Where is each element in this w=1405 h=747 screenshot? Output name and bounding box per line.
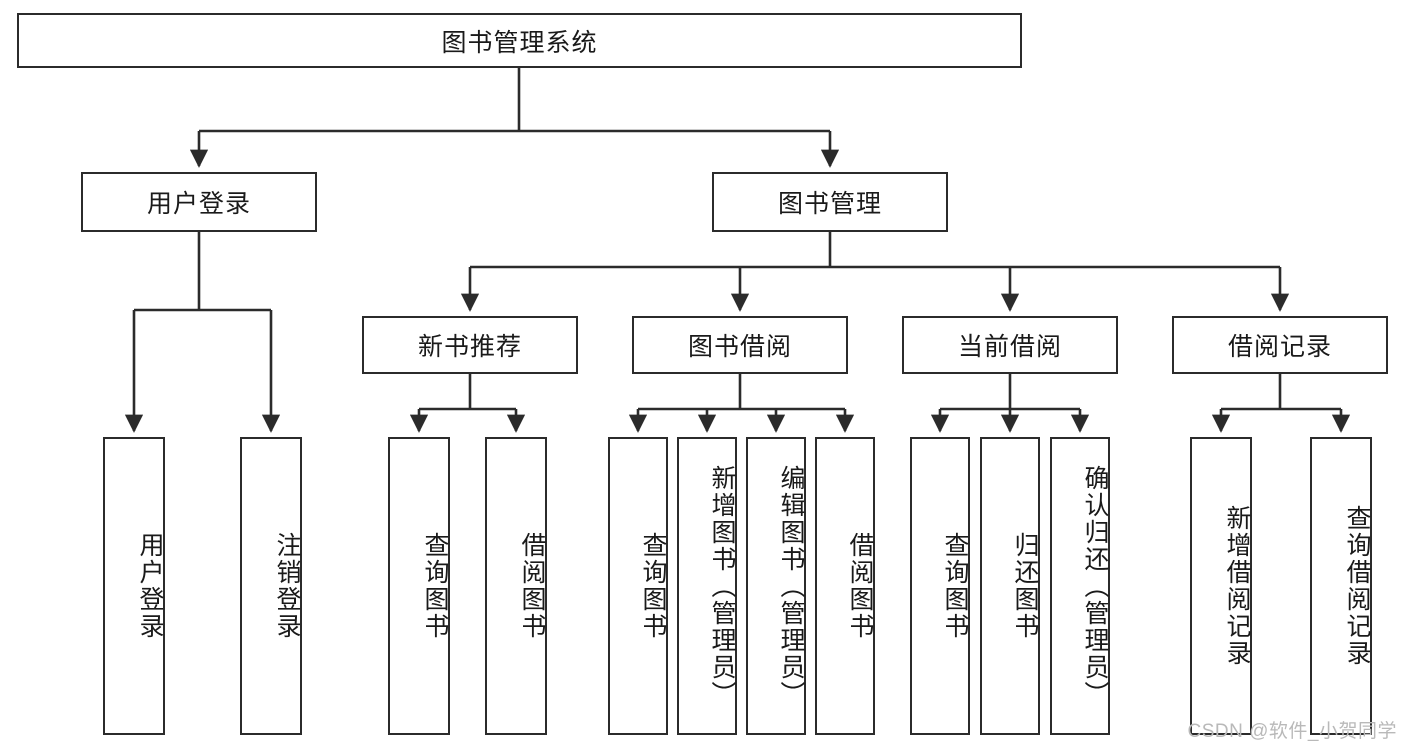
node-user-login[interactable]: 用户登录 — [81, 172, 317, 232]
leaf-node-label: 查询图书 — [421, 532, 449, 640]
leaf-node-label: 归还图书 — [1011, 532, 1039, 640]
node-book-management-label: 图书管理 — [777, 190, 882, 218]
leaf-node[interactable]: 查询图书 — [910, 437, 970, 735]
leaf-node-label: 借阅图书 — [846, 532, 874, 640]
leaf-node-label: 新增图书（管理员） — [708, 464, 736, 708]
leaf-node-label: 注销登录 — [273, 532, 301, 640]
node-borrow-record-label: 借阅记录 — [1227, 333, 1332, 361]
node-current-borrow[interactable]: 当前借阅 — [902, 316, 1118, 374]
leaf-node-label: 新增借阅记录 — [1223, 505, 1251, 667]
leaf-node-label: 确认归还（管理员） — [1081, 464, 1109, 708]
node-book-borrow[interactable]: 图书借阅 — [632, 316, 848, 374]
leaf-node[interactable]: 归还图书 — [980, 437, 1040, 735]
leaf-node-label: 查询图书 — [639, 532, 667, 640]
leaf-node-label: 查询借阅记录 — [1343, 505, 1371, 667]
node-root[interactable]: 图书管理系统 — [17, 13, 1022, 68]
leaf-node[interactable]: 确认归还（管理员） — [1050, 437, 1110, 735]
node-borrow-record[interactable]: 借阅记录 — [1172, 316, 1388, 374]
node-current-borrow-label: 当前借阅 — [957, 333, 1062, 361]
leaf-node[interactable]: 新增借阅记录 — [1190, 437, 1252, 735]
leaf-node[interactable]: 用户登录 — [103, 437, 165, 735]
node-new-book-recommend[interactable]: 新书推荐 — [362, 316, 578, 374]
leaf-node[interactable]: 借阅图书 — [485, 437, 547, 735]
node-new-book-recommend-label: 新书推荐 — [417, 333, 522, 361]
leaf-node[interactable]: 编辑图书（管理员） — [746, 437, 806, 735]
node-book-management[interactable]: 图书管理 — [712, 172, 948, 232]
leaf-node[interactable]: 新增图书（管理员） — [677, 437, 737, 735]
leaf-node-label: 用户登录 — [136, 532, 164, 640]
node-book-borrow-label: 图书借阅 — [687, 333, 792, 361]
leaf-node[interactable]: 查询图书 — [388, 437, 450, 735]
leaf-node[interactable]: 注销登录 — [240, 437, 302, 735]
node-root-label: 图书管理系统 — [441, 28, 598, 57]
leaf-node-label: 查询图书 — [941, 532, 969, 640]
leaf-node[interactable]: 查询图书 — [608, 437, 668, 735]
leaf-node-label: 编辑图书（管理员） — [777, 464, 805, 708]
watermark-text: CSDN @软件_小贺同学 — [1187, 721, 1397, 742]
node-user-login-label: 用户登录 — [146, 190, 251, 218]
leaf-node[interactable]: 查询借阅记录 — [1310, 437, 1372, 735]
leaf-node[interactable]: 借阅图书 — [815, 437, 875, 735]
leaf-node-label: 借阅图书 — [518, 532, 546, 640]
